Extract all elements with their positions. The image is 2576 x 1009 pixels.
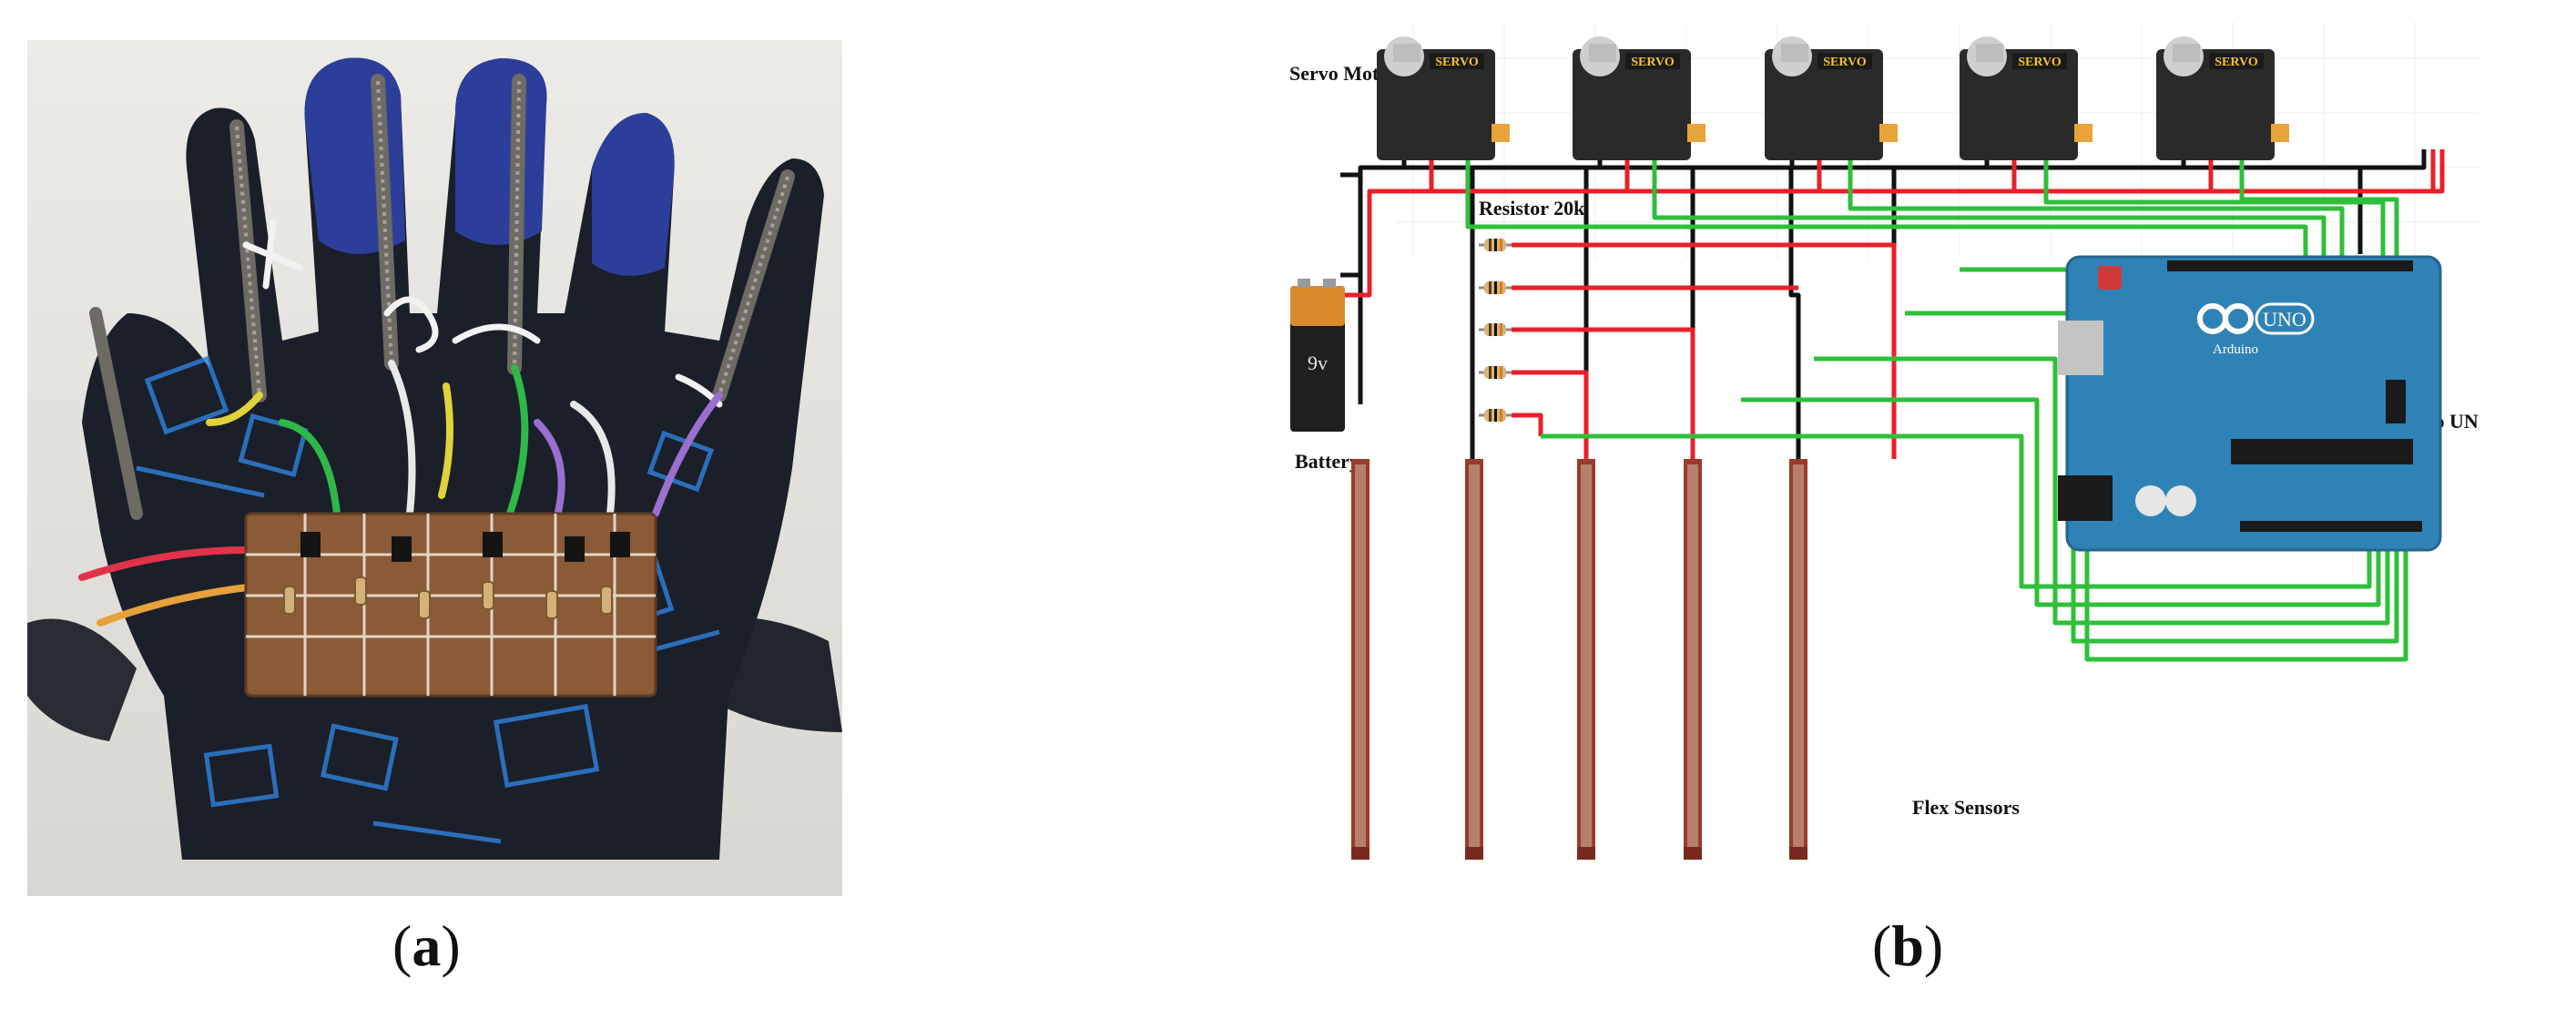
resistor-2: [1479, 281, 1512, 294]
servo-5: SERVO: [2156, 36, 2289, 160]
servo-3: SERVO: [1765, 36, 1898, 160]
arduino-digital-header: [2167, 260, 2413, 271]
label-flex-sensors: Flex Sensors: [1912, 796, 2020, 819]
resistor-4: [1479, 366, 1512, 379]
caption-b-open: (: [1872, 913, 1892, 978]
arduino-logo-text: Arduino: [2213, 342, 2258, 357]
arduino-power-jack: [2058, 475, 2113, 521]
arduino-icsp-header: [2386, 380, 2406, 423]
caption-a-open: (: [392, 913, 412, 978]
arduino-model-text: UNO: [2263, 308, 2306, 331]
servo-3-badge: SERVO: [1823, 56, 1867, 69]
glove-photo-panel: [27, 40, 842, 896]
resistors: [1479, 239, 1512, 422]
schematic-diagram: Servo Motor Resistor 20k Battery Arduino…: [1289, 22, 2494, 860]
arduino-usb-port: [2058, 321, 2103, 375]
schematic-panel: Servo Motor Resistor 20k Battery Arduino…: [1268, 22, 2494, 896]
flex-sensors: [1351, 459, 1807, 860]
servo-2-badge: SERVO: [1631, 56, 1675, 69]
resistor-5: [1479, 409, 1512, 422]
servo-4: SERVO: [1960, 36, 2092, 160]
arduino-capacitor-1: [2135, 485, 2166, 516]
label-battery: Battery: [1295, 450, 1359, 473]
battery-voltage: 9v: [1308, 352, 1328, 374]
glove-circuit-board: [244, 512, 657, 698]
glove-photo: [27, 40, 842, 896]
battery: 9v: [1290, 279, 1345, 432]
flex-sensor-3: [1577, 459, 1595, 860]
arduino-analog-header: [2240, 521, 2422, 532]
servo-motors: SERVO SERVO SERVO: [1377, 36, 2289, 160]
flex-sensor-1: [1351, 459, 1369, 860]
servo-1-badge: SERVO: [1435, 56, 1479, 69]
resistor-3: [1479, 323, 1512, 336]
servo-4-badge: SERVO: [2018, 56, 2062, 69]
caption-b-letter: b: [1891, 913, 1924, 978]
arduino-capacitor-2: [2165, 485, 2196, 516]
flex-sensor-4: [1684, 459, 1702, 860]
resistor-1: [1479, 239, 1512, 251]
arduino-chip: [2231, 439, 2413, 464]
arduino-infinity-logo: [2197, 303, 2254, 334]
glove-fingertip-2: [455, 58, 547, 245]
arduino-reset-button: [2098, 266, 2122, 290]
glove-flex-sensors: [89, 74, 795, 520]
glove-marker-marks: [242, 219, 723, 408]
glove-wires: [78, 360, 723, 627]
servo-2: SERVO: [1573, 36, 1705, 160]
flex-sensor-5: [1789, 459, 1807, 860]
servo-1: SERVO: [1377, 36, 1510, 160]
caption-b-close: ): [1923, 913, 1944, 978]
glove-shadow: [27, 618, 137, 741]
caption-a-close: ): [441, 913, 461, 978]
flex-sensor-2: [1465, 459, 1483, 860]
caption-b: (b): [1872, 912, 1943, 980]
caption-a-letter: a: [412, 913, 442, 978]
label-resistor: Resistor 20k: [1479, 197, 1585, 219]
servo-5-badge: SERVO: [2215, 56, 2258, 69]
wires-red: [1340, 131, 2445, 459]
caption-a: (a): [392, 912, 461, 980]
glove-fingertip-3: [592, 113, 675, 276]
schematic-grid: [1395, 22, 2479, 259]
arduino-model-badge: [2255, 302, 2315, 335]
arduino-uno-board: Arduino UNO: [2058, 255, 2442, 552]
